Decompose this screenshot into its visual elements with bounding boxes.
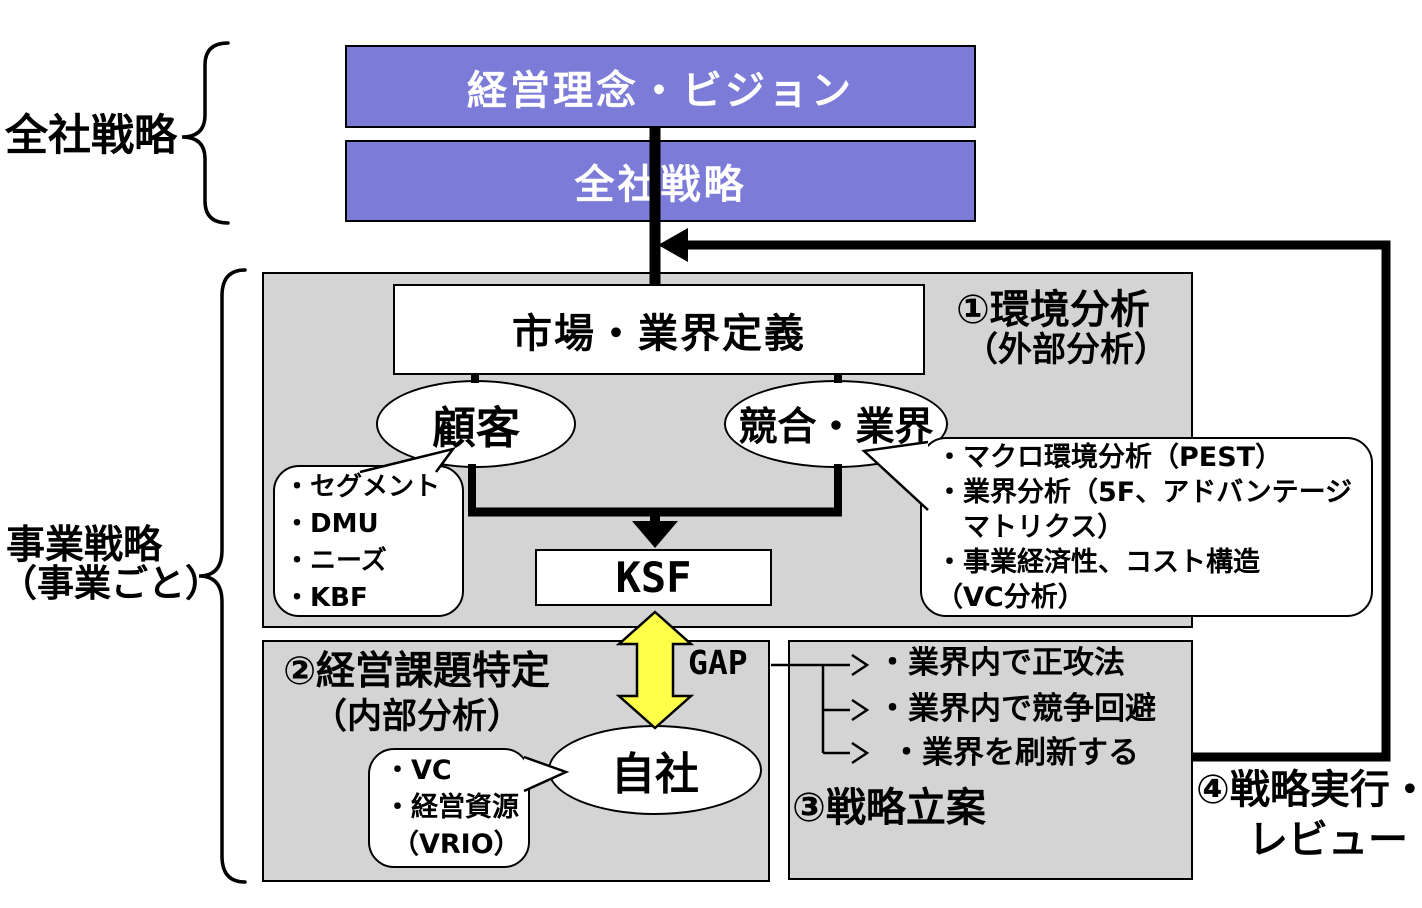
own-company-callout-item: （VRIO） [392, 829, 521, 860]
competitor-callout-item: ・マクロ環境分析（PEST） [936, 442, 1283, 473]
environment-analysis-title-line1: ①環境分析 [956, 287, 1150, 333]
strategy-option: ・業界を刷新する [891, 735, 1139, 771]
customer-ellipse-label: 顧客 [432, 403, 520, 454]
market-industry-definition-box: 市場・業界定義 [393, 284, 925, 375]
internal-analysis-title-line2: （内部分析） [312, 697, 523, 737]
own-company-ellipse-label: 自社 [611, 749, 699, 800]
strategy-planning-title: ③戦略立案 [792, 785, 986, 831]
corporate-strategy-box: 全社戦略 [345, 140, 976, 222]
business-strategy-brace-label-line1: 事業戦略 [6, 523, 163, 568]
own-company-callout-bubble [368, 748, 530, 868]
review-loop-arrowhead-icon [658, 228, 688, 262]
competitor-callout-item: ・業界分析（5F、アドバンテージ [936, 477, 1353, 508]
gap-label: GAP [688, 643, 748, 682]
vision-box-label: 経営理念・ビジョン [467, 67, 854, 114]
customer-callout-item: ・ニーズ [284, 546, 387, 576]
ksf-box-label: KSF [615, 553, 692, 602]
customer-callout-item: ・DMU [284, 509, 379, 539]
ksf-box: KSF [535, 549, 772, 606]
competitor-industry-ellipse-label: 競合・業界 [738, 405, 934, 450]
competitor-callout-item: ・事業経済性、コスト構造 [936, 547, 1260, 578]
business-strategy-brace-label-line2: （事業ごと） [0, 562, 222, 605]
strategy-option: ・業界内で正攻法 [877, 645, 1125, 681]
market-industry-definition-label: 市場・業界定義 [512, 310, 806, 357]
internal-analysis-title-line1: ②経営課題特定 [283, 649, 551, 694]
customer-callout-bubble [273, 465, 464, 617]
customer-callout-item: ・KBF [284, 583, 368, 613]
strategy-option: ・業界内で競争回避 [877, 691, 1156, 727]
execution-review-title-line1: ④戦略実行・ [1196, 767, 1422, 813]
corporate-strategy-box-label: 全社戦略 [574, 162, 747, 208]
competitor-callout-item: （VC分析） [936, 582, 1085, 613]
own-company-ellipse: 自社 [548, 725, 762, 815]
environment-analysis-title-line2: （外部分析） [964, 330, 1168, 370]
customer-ellipse: 顧客 [376, 380, 576, 468]
own-company-callout-item: ・経営資源 [384, 792, 519, 823]
execution-review-title-line2: レビュー [1248, 817, 1408, 863]
own-company-callout-item: ・VC [384, 755, 452, 786]
corporate-strategy-brace-label: 全社戦略 [5, 111, 177, 161]
competitor-industry-ellipse: 競合・業界 [724, 380, 948, 468]
customer-callout-item: ・セグメント [284, 472, 441, 502]
corporate-brace [181, 41, 230, 225]
vision-box: 経営理念・ビジョン [345, 45, 976, 128]
competitor-callout-item: マトリクス） [936, 512, 1125, 543]
